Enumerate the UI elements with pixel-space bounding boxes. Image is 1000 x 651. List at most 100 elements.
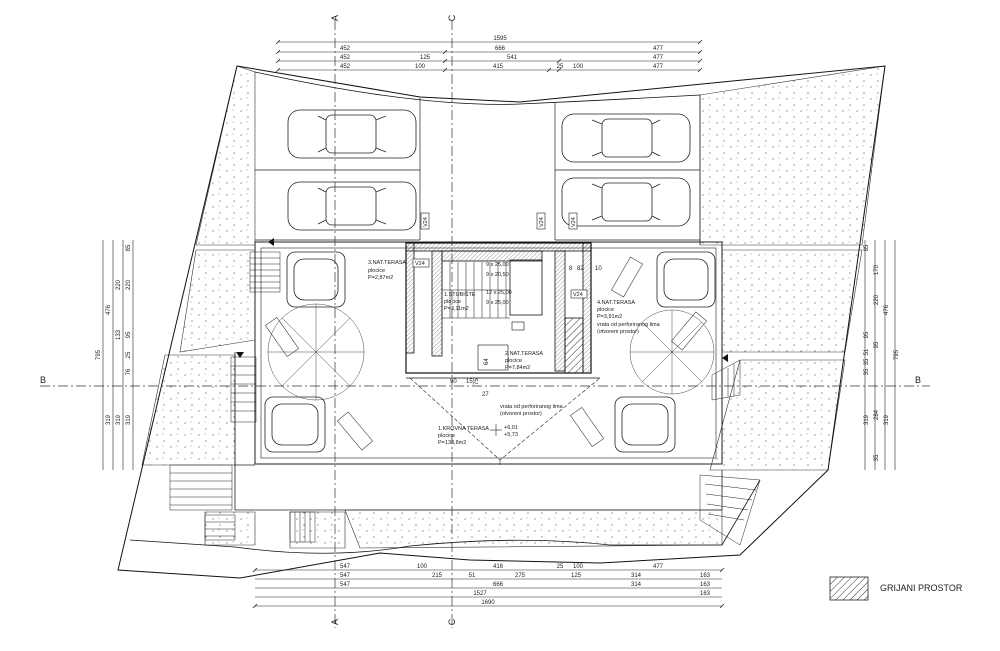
v24-tag-1: V24 xyxy=(415,261,425,267)
dim-right-small-f: 319 xyxy=(864,414,870,425)
dim-top-4-c: 415 xyxy=(493,64,504,70)
dim-bot-2-b: 215 xyxy=(432,573,443,579)
dim-right-inner-e: 35 xyxy=(874,454,880,461)
dim-right-small-c: 51 xyxy=(864,348,870,355)
section-b-left: B xyxy=(40,375,46,385)
terrace3-area: P=2,87m2 xyxy=(368,275,393,281)
dim-bot-1-c: 416 xyxy=(493,564,504,570)
dim-right-mid-b: 319 xyxy=(884,414,890,425)
cars xyxy=(287,109,691,231)
dimensions-core: 8 82 10 90 27 64 75 15 xyxy=(450,266,602,398)
door-center-line1: vrata od perforiranog lima xyxy=(500,404,564,410)
direction-arrows xyxy=(236,238,728,362)
level-bottom: +5,73 xyxy=(504,432,518,438)
landscape-bottom xyxy=(344,509,723,549)
terrace2-area: P=7,84m2 xyxy=(505,365,530,371)
dim-top-1-a: 1595 xyxy=(493,36,507,42)
dim-bot-5-a: 1690 xyxy=(481,600,495,606)
door-right-line1: vrata od perforiranog lima xyxy=(597,322,661,328)
v24-tag-2: V24 xyxy=(423,217,429,227)
dim-bot-3-b: 666 xyxy=(493,582,504,588)
dim-bot-3-d: 163 xyxy=(700,582,711,588)
legend-label: GRIJANI PROSTOR xyxy=(880,583,963,593)
dimensions-left: 795 476 319 220 133 319 85 220 95 25 76 … xyxy=(96,244,132,425)
dim-left-small-c: 95 xyxy=(126,331,132,338)
dim-top-2-c: 477 xyxy=(653,46,664,52)
legend-swatch-heated xyxy=(829,576,869,601)
car-top-right-1 xyxy=(561,113,691,163)
dim-top-4-a: 452 xyxy=(340,64,351,70)
dim-core-a: 8 xyxy=(569,266,573,272)
terrace4-title: 4.NAT.TERASA xyxy=(597,300,635,306)
terrace2-title: 2.NAT.TERASA xyxy=(505,351,543,357)
dimension-ticks xyxy=(252,39,725,609)
dim-bot-3-a: 547 xyxy=(340,582,351,588)
door-right-line2: (otvoreni prostor) xyxy=(597,329,639,335)
landscape-bottom-mid xyxy=(289,511,346,549)
stair-label-1: 9 x 25,00 xyxy=(486,262,509,268)
dim-top-3-b: 125 xyxy=(420,55,431,61)
section-a-bottom: A xyxy=(330,619,340,625)
v24-tag-3: V24 xyxy=(539,217,545,227)
dim-right-inner-c: 95 xyxy=(874,341,880,348)
landscape-left-upper xyxy=(179,249,256,353)
dimension-lines xyxy=(102,41,896,607)
roof-terrace-title: 1.KROVNA TERASA xyxy=(438,426,489,432)
umbrella-right xyxy=(629,309,715,395)
dim-right-inner-d: 284 xyxy=(874,409,880,420)
loungers xyxy=(264,256,707,451)
stair-labels: 9 x 25,00 9 x 20,50 12 x 25,00 9 x 25,00 xyxy=(486,262,512,306)
dim-left-small-f: 319 xyxy=(126,414,132,425)
dim-right-inner-b: 220 xyxy=(874,294,880,305)
roof-terrace-area: P=138,8m2 xyxy=(438,440,466,446)
dim-right-small-e: 35 xyxy=(864,368,870,375)
level-marker: +6,01 +5,73 xyxy=(490,424,518,438)
dimensions-bottom: 547 100 416 25 100 477 547 215 51 275 12… xyxy=(340,564,711,606)
section-markers: A C A C B B xyxy=(40,14,921,625)
dim-left-small-e: 76 xyxy=(126,368,132,375)
stair-core xyxy=(405,242,600,379)
dim-core-g: 75 xyxy=(474,378,480,385)
section-c-bottom: C xyxy=(447,618,457,625)
parking xyxy=(255,95,701,245)
hot-tub-bottom-left xyxy=(264,396,326,453)
landscape-top-right xyxy=(699,65,886,246)
landscape-top-left xyxy=(195,65,256,246)
dim-right-small-d: 35 xyxy=(864,358,870,365)
dim-core-f: 64 xyxy=(484,358,490,365)
section-c-top: C xyxy=(447,14,457,21)
dim-bot-2-g: 163 xyxy=(700,573,711,579)
dim-right-small-b: 95 xyxy=(864,331,870,338)
legend: GRIJANI PROSTOR xyxy=(829,576,963,601)
dim-core-e: 27 xyxy=(482,392,489,398)
umbrella-left xyxy=(267,303,365,401)
dim-top-3-d: 477 xyxy=(653,55,664,61)
outdoor-stairs xyxy=(169,251,761,546)
dim-top-3-a: 452 xyxy=(340,55,351,61)
dim-top-4-d: 25 xyxy=(557,64,564,70)
dim-right-outer: 795 xyxy=(894,349,900,360)
door-center-line2: (otvoreni prostor) xyxy=(500,411,542,417)
dim-top-4-f: 477 xyxy=(653,64,664,70)
section-b-right: B xyxy=(915,375,921,385)
dim-left-small-d: 25 xyxy=(126,351,132,358)
stair-landing-area: P=3,11m2 xyxy=(444,306,469,312)
dim-top-2-a: 452 xyxy=(340,46,351,52)
terrace2-finish: plocice xyxy=(505,358,522,364)
dim-bot-1-f: 477 xyxy=(653,564,664,570)
site-outline xyxy=(117,65,886,579)
terrace4-finish: plocice xyxy=(597,307,614,313)
stair-label-2: 9 x 20,50 xyxy=(486,272,509,278)
terrace3-finish: plocice xyxy=(368,268,385,274)
landscape-areas xyxy=(141,65,886,549)
landscape-right-lower xyxy=(709,359,846,471)
dim-left-inner-b: 133 xyxy=(116,329,122,340)
dimensions-top: 1595 452 666 477 452 125 541 477 452 100… xyxy=(340,36,664,70)
stair-label-3: 12 x 25,00 xyxy=(486,290,512,296)
hot-tubs xyxy=(264,251,716,453)
car-top-left-1 xyxy=(287,109,417,159)
dim-bot-1-a: 547 xyxy=(340,564,351,570)
car-top-right-2 xyxy=(561,177,691,227)
dim-bot-2-f: 314 xyxy=(631,573,642,579)
